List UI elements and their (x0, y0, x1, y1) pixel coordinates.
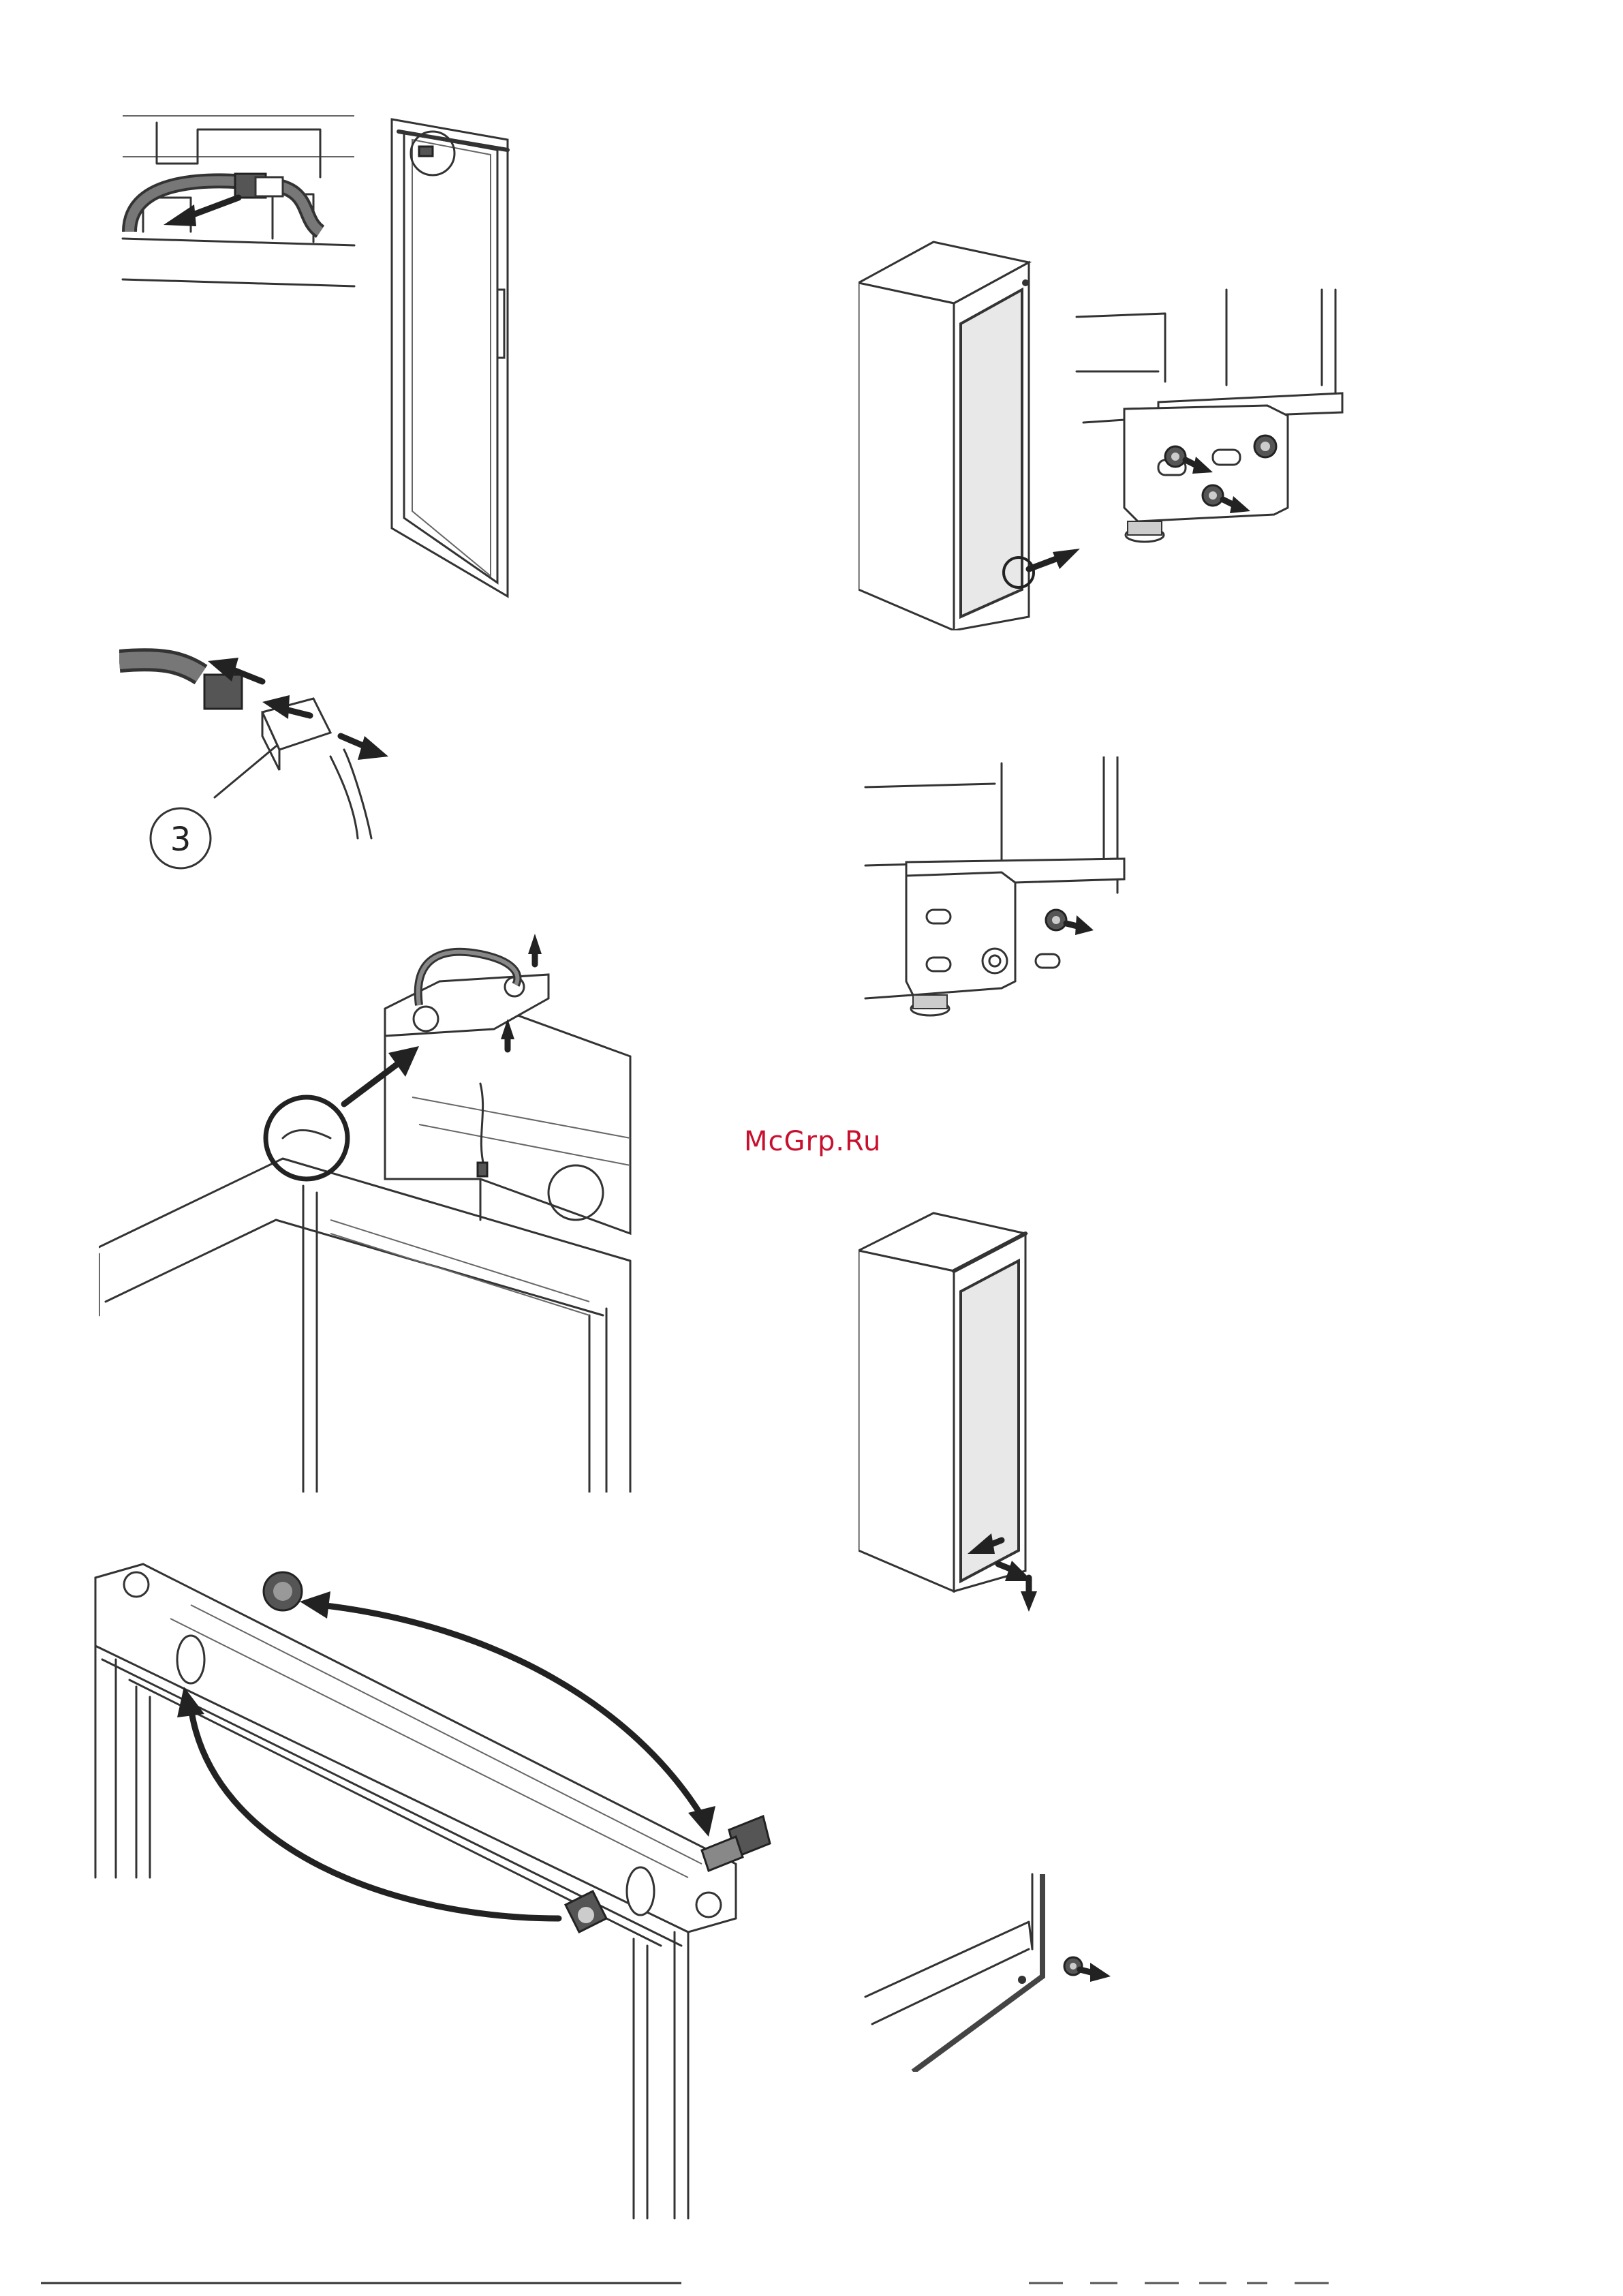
callout-3-label: 3 (170, 821, 191, 859)
corner-screw-illustration (859, 1867, 1131, 2072)
cabinet-door-lift-illustration (859, 1210, 1063, 1619)
hinge-cable-illustration (99, 934, 644, 1493)
hinge-swap-illustration (89, 1537, 790, 2225)
connector-detail-illustration: 3 (119, 634, 419, 879)
bracket-single-screw-illustration (859, 756, 1145, 1029)
connector-unplug-illustration (116, 75, 361, 348)
watermark-text: McGrp.Ru (744, 1126, 881, 1157)
door-outline-illustration (385, 112, 521, 603)
footer-rule (0, 2276, 1623, 2290)
cabinet-door-removal-illustration (859, 235, 1349, 630)
